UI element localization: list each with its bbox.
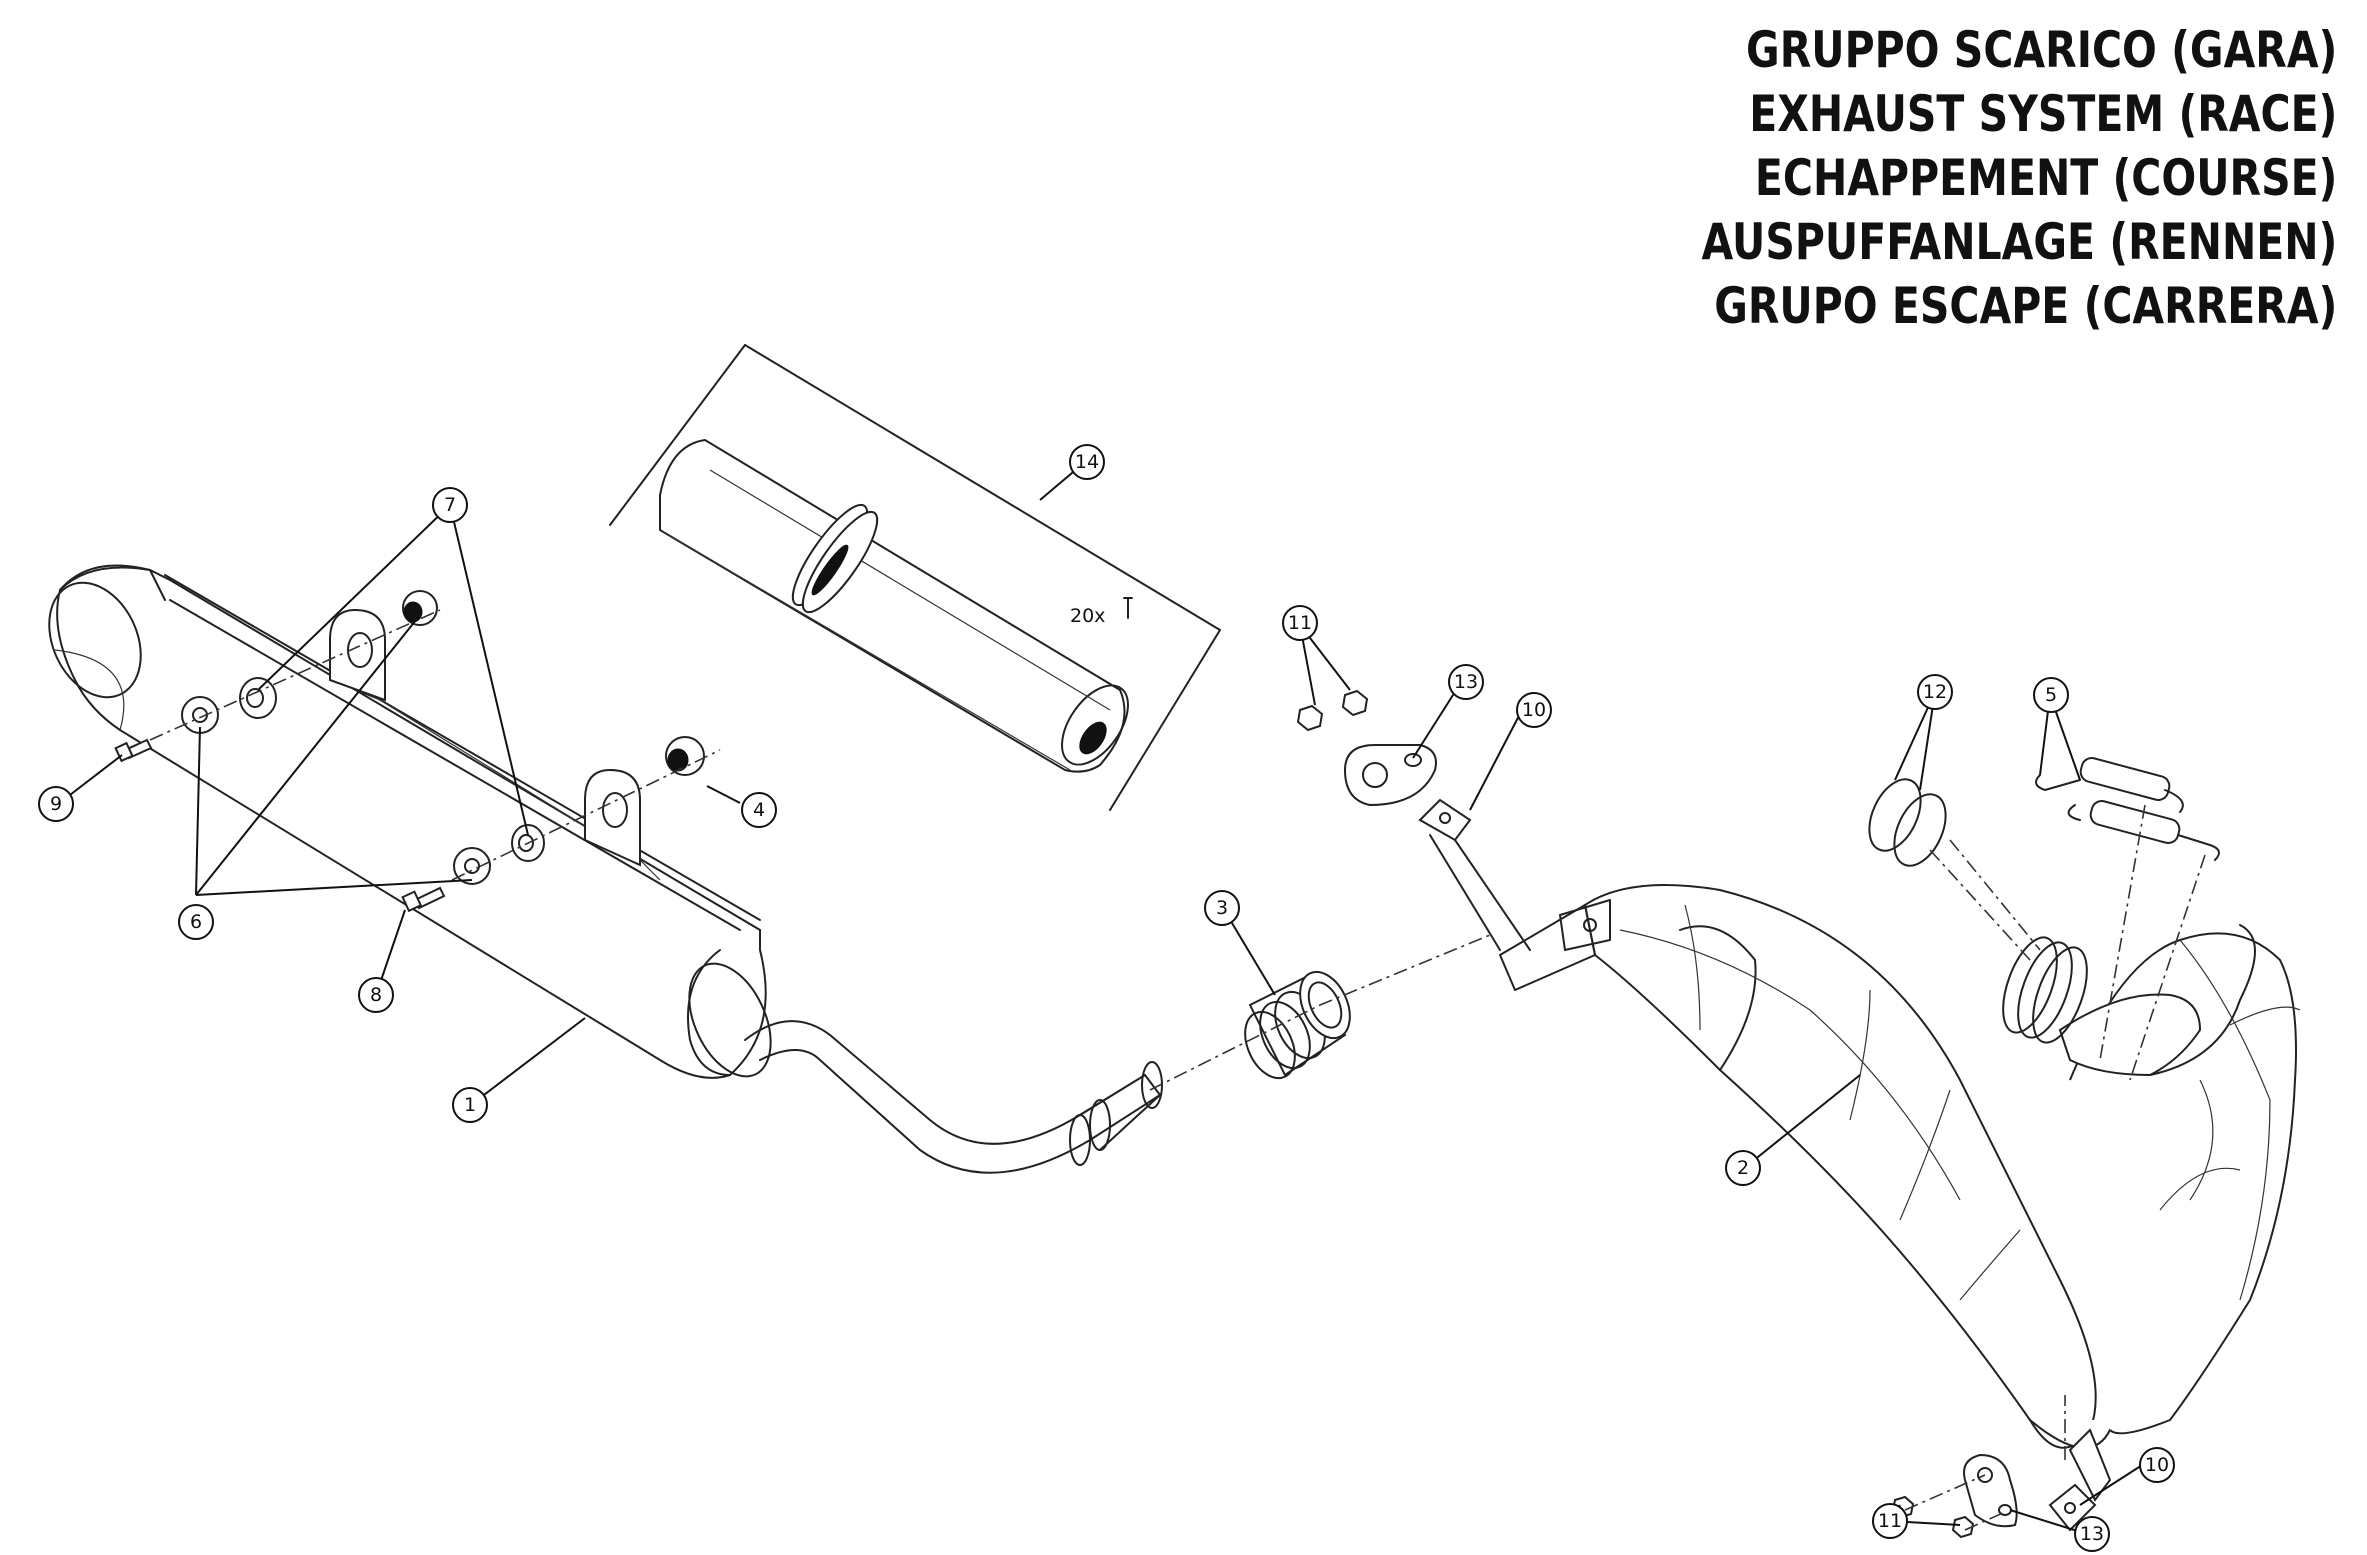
callout-1: 1 xyxy=(452,1087,488,1123)
upper-plate xyxy=(1343,744,1437,807)
callout-8-label: 8 xyxy=(370,984,382,1006)
lower-plate xyxy=(1963,1453,2018,1528)
callout-4-label: 4 xyxy=(753,799,765,821)
callout-11-upper-label: 11 xyxy=(1288,612,1312,634)
callout-7: 7 xyxy=(432,487,468,523)
callout-9-label: 9 xyxy=(50,793,62,815)
bolts xyxy=(114,738,446,913)
callout-3-label: 3 xyxy=(1216,897,1228,919)
kit-quantity-note: 20x xyxy=(1070,605,1105,627)
fiberglass-kit-box: 20x xyxy=(609,344,1221,811)
callout-7-label: 7 xyxy=(444,494,456,516)
callout-5-label: 5 xyxy=(2045,684,2057,706)
callout-14: 14 xyxy=(1069,444,1105,480)
title-german: AUSPUFFANLAGE (RENNEN) xyxy=(1701,213,2337,271)
title-block: GRUPPO SCARICO (GARA) EXHAUST SYSTEM (RA… xyxy=(1701,18,2337,338)
springs xyxy=(2035,757,2220,861)
callout-11-lower: 11 xyxy=(1872,1503,1908,1539)
header-pipe xyxy=(1499,884,2301,1532)
assembly-centerlines xyxy=(149,609,2206,1531)
callout-5: 5 xyxy=(2033,677,2069,713)
callout-13-lower: 13 xyxy=(2074,1516,2110,1552)
callout-11-lower-label: 11 xyxy=(1878,1510,1902,1532)
callout-3: 3 xyxy=(1204,890,1240,926)
callout-12: 12 xyxy=(1917,674,1953,710)
upper-bracket xyxy=(1418,798,1531,951)
callout-4: 4 xyxy=(741,792,777,828)
title-spanish: GRUPO ESCAPE (CARRERA) xyxy=(1713,277,2337,335)
callout-9: 9 xyxy=(38,786,74,822)
connector-sleeve xyxy=(1244,970,1351,1080)
title-french: ECHAPPEMENT (COURSE) xyxy=(1754,149,2337,207)
callout-10-upper: 10 xyxy=(1516,692,1552,728)
callout-10-lower-label: 10 xyxy=(2145,1454,2169,1476)
upper-nuts xyxy=(1296,689,1369,732)
callout-2: 2 xyxy=(1725,1150,1761,1186)
title-english: EXHAUST SYSTEM (RACE) xyxy=(1748,85,2337,143)
callout-10-upper-label: 10 xyxy=(1522,699,1546,721)
title-italian: GRUPPO SCARICO (GARA) xyxy=(1745,21,2337,79)
callout-2-label: 2 xyxy=(1737,1157,1749,1179)
callout-13-lower-label: 13 xyxy=(2080,1523,2104,1545)
o-rings xyxy=(1868,778,1947,867)
callout-6-label: 6 xyxy=(190,911,202,933)
callout-8: 8 xyxy=(358,977,394,1013)
callout-12-label: 12 xyxy=(1923,681,1947,703)
callout-13-upper-label: 13 xyxy=(1454,671,1478,693)
lower-nuts xyxy=(1891,1495,1975,1539)
callout-14-label: 14 xyxy=(1075,451,1099,473)
callout-13-upper: 13 xyxy=(1448,664,1484,700)
callout-11-upper: 11 xyxy=(1282,605,1318,641)
silencer xyxy=(48,564,1163,1174)
callout-6: 6 xyxy=(178,904,214,940)
callout-1-label: 1 xyxy=(464,1094,476,1116)
callout-10-lower: 10 xyxy=(2139,1447,2175,1483)
